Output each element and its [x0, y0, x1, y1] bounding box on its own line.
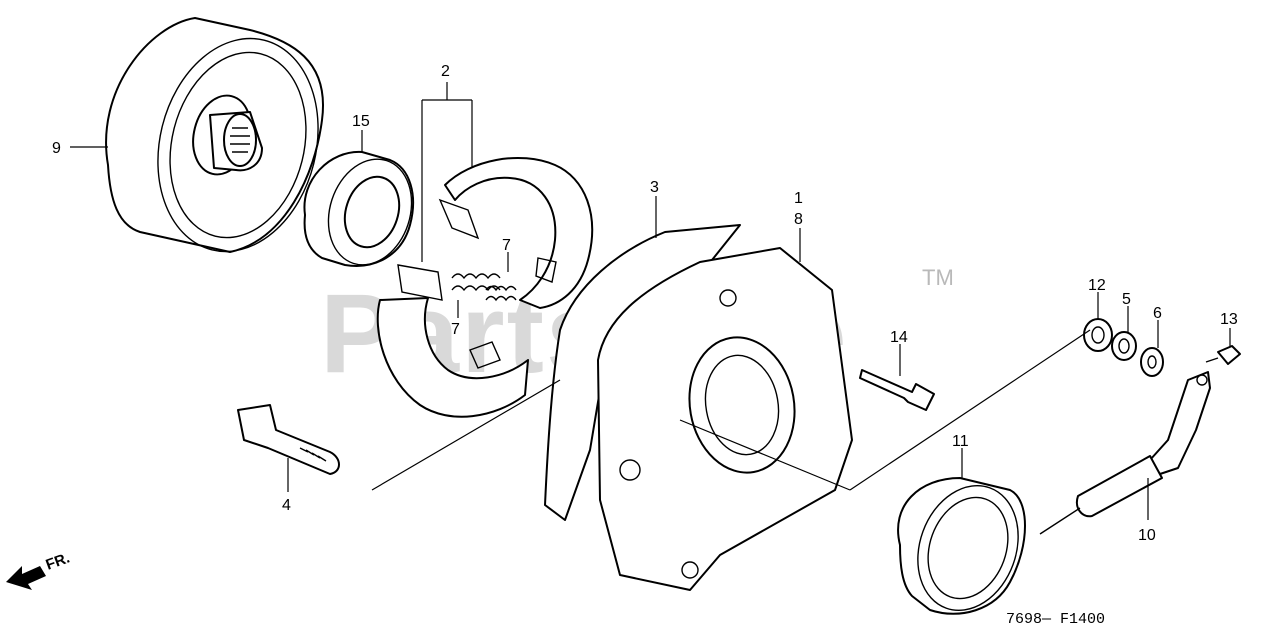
part-5-washer[interactable] — [1111, 331, 1137, 361]
callout-1[interactable]: 1 — [794, 190, 803, 207]
callout-11[interactable]: 11 — [952, 433, 969, 450]
callout-2[interactable]: 2 — [441, 63, 450, 80]
part-9-clutch-drum[interactable] — [105, 17, 340, 269]
trademark-text: TM — [922, 265, 954, 290]
part-13-screw[interactable] — [1205, 345, 1241, 365]
front-direction-indicator: FR. — [6, 550, 72, 590]
part-6-washer[interactable] — [1140, 347, 1164, 377]
callout-5[interactable]: 5 — [1122, 291, 1131, 308]
callout-4[interactable]: 4 — [282, 497, 291, 514]
part-15-bearing[interactable] — [303, 148, 424, 275]
callout-8[interactable]: 8 — [794, 211, 803, 228]
callout-labels: 1 2 3 4 5 6 7 7 8 9 10 11 12 13 14 15 — [52, 63, 1238, 544]
callout-6[interactable]: 6 — [1153, 305, 1162, 322]
part-8-case[interactable] — [597, 247, 853, 591]
callout-15[interactable]: 15 — [352, 113, 370, 130]
direction-label: FR. — [44, 550, 73, 574]
callout-9[interactable]: 9 — [52, 140, 61, 157]
callout-13[interactable]: 13 — [1220, 311, 1238, 328]
drawing-code: 7698— F1400 — [1006, 611, 1105, 628]
leader-lines — [70, 82, 1231, 520]
callout-10[interactable]: 10 — [1138, 527, 1156, 544]
part-4-shaft[interactable] — [237, 404, 340, 475]
callout-14[interactable]: 14 — [890, 329, 908, 346]
part-2-clutch-shoe-lower[interactable] — [376, 264, 529, 418]
callout-7-upper[interactable]: 7 — [502, 237, 511, 254]
part-14-bolt[interactable] — [859, 369, 935, 411]
part-12-nut[interactable] — [1083, 318, 1113, 352]
arrow-left-icon — [6, 566, 46, 590]
part-2-clutch-shoe-upper[interactable] — [438, 156, 594, 309]
part-11-ring[interactable] — [897, 471, 1035, 624]
part-7-springs[interactable] — [451, 273, 517, 302]
callout-7-lower[interactable]: 7 — [451, 321, 460, 338]
callout-3[interactable]: 3 — [650, 179, 659, 196]
callout-12[interactable]: 12 — [1088, 277, 1106, 294]
part-10-arm[interactable] — [1039, 371, 1211, 535]
